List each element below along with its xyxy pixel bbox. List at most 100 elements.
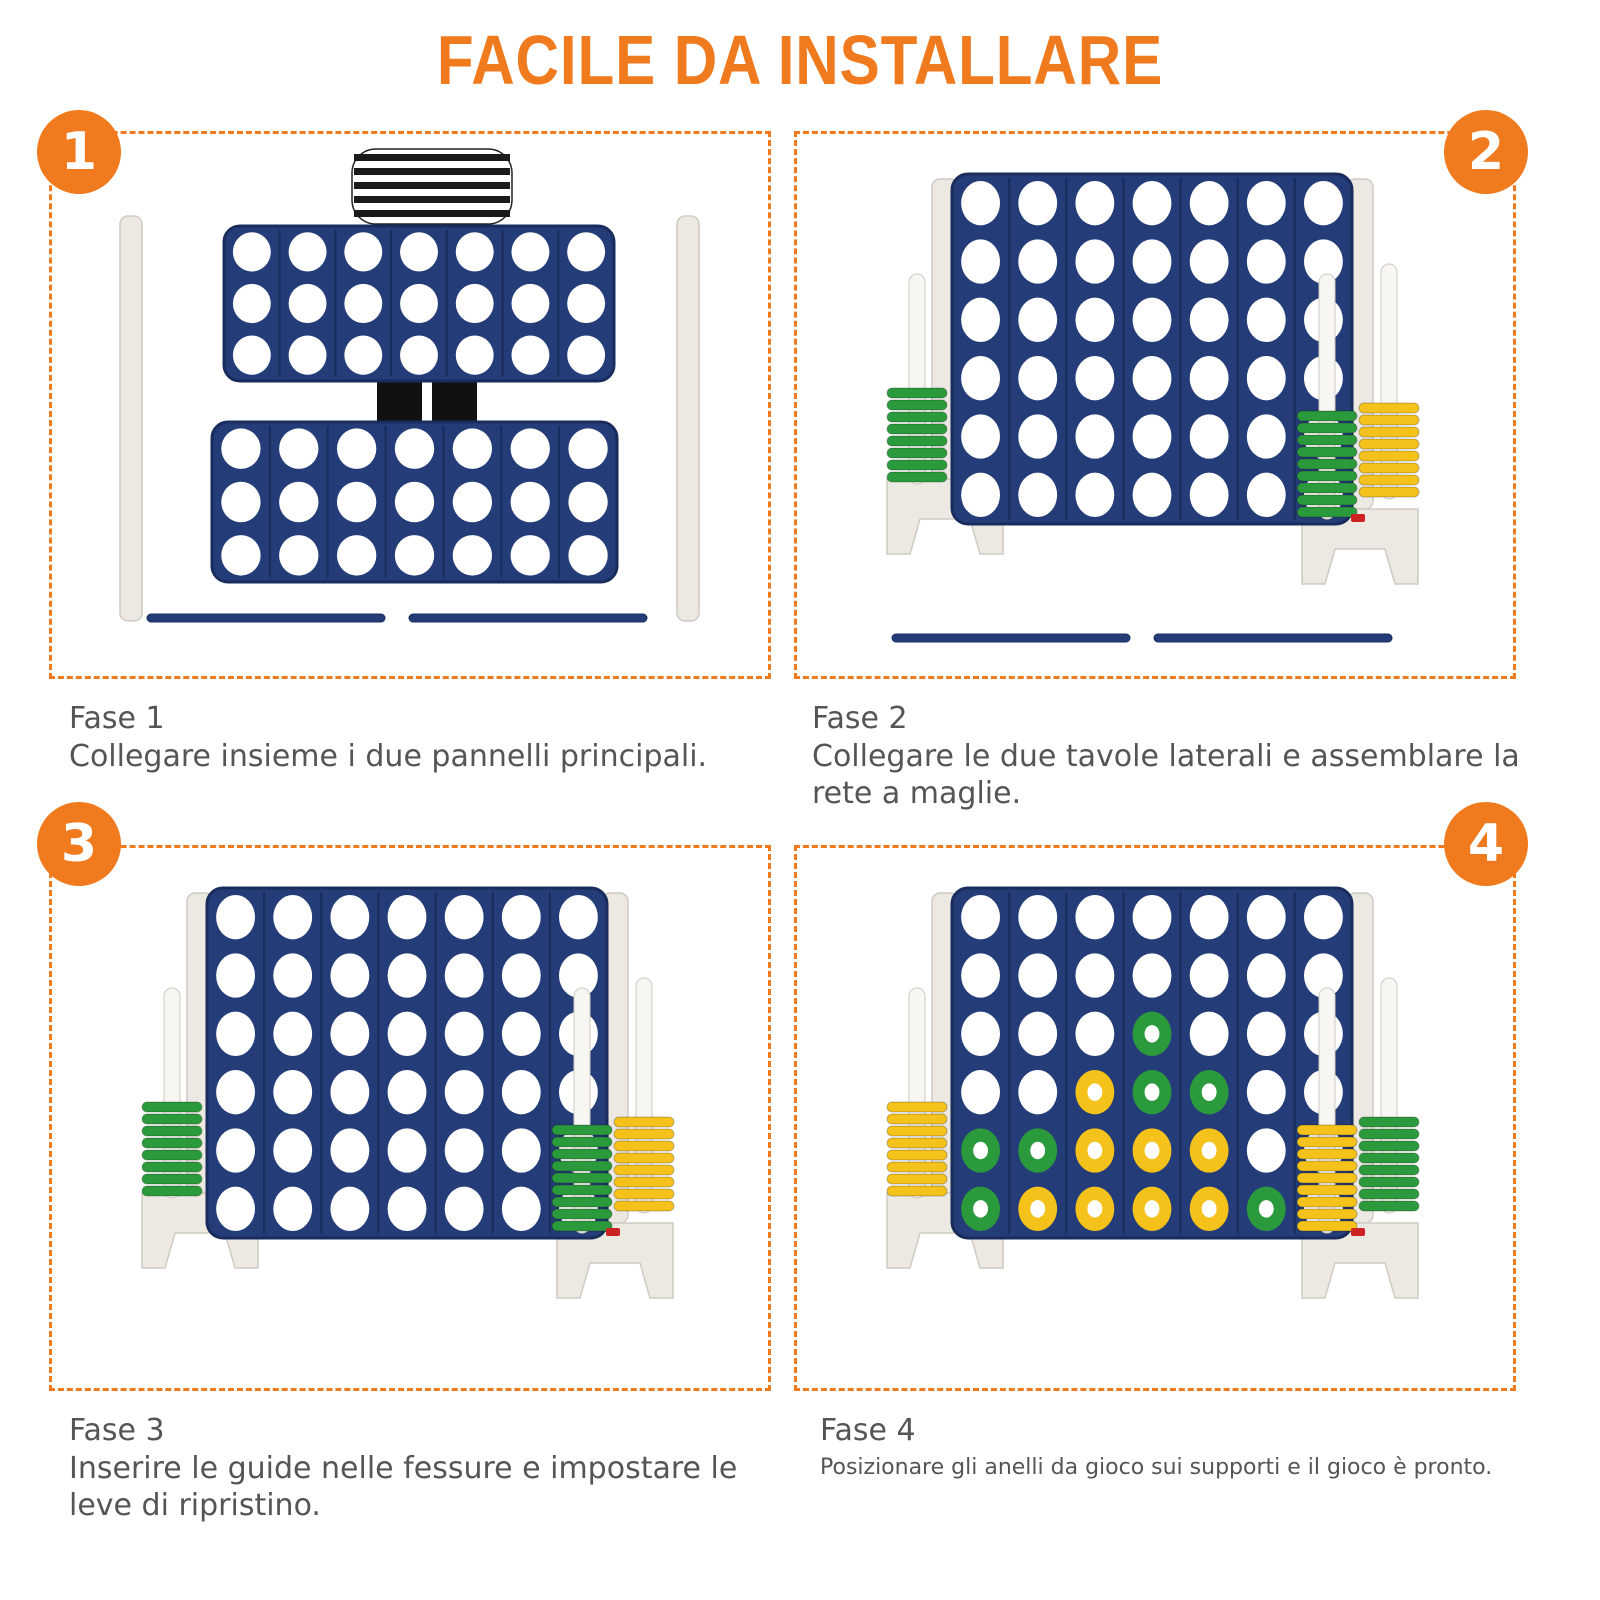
step4-board-hole [1304, 953, 1343, 998]
step3-right-stand-foot [556, 1222, 674, 1299]
step1-guide-rail [408, 613, 648, 623]
step4-game-ring-hole [1087, 1200, 1103, 1218]
step4-game-ring-hole [1258, 1200, 1274, 1218]
step3-board-hole [216, 1070, 255, 1115]
step4-board-hole [1246, 953, 1286, 998]
step-2-panel [794, 131, 1516, 679]
step3-right-stacked-ring [551, 1172, 613, 1184]
step4-far-stacked-ring [1358, 1116, 1420, 1128]
step4-game-ring-hole [1087, 1083, 1103, 1101]
bottom-half-board-hole [336, 428, 377, 469]
step4-far-stacked-ring [1358, 1200, 1420, 1212]
step3-board-hole [501, 1128, 541, 1173]
step2-board-hole [1189, 356, 1229, 401]
step2-guide-rail [1153, 633, 1393, 643]
step4-board-hole [961, 1070, 1000, 1115]
bottom-half-board-hole [221, 428, 261, 469]
step2-right-stacked-ring [1296, 410, 1358, 422]
bottom-half-board-hole [394, 535, 435, 576]
step3-left-stacked-ring [141, 1101, 203, 1113]
step3-right-stacked-ring [551, 1136, 613, 1148]
step4-board [950, 886, 1354, 1240]
shirt-stripe [354, 182, 510, 189]
step2-right-stacked-ring [1296, 422, 1358, 434]
step4-right-stacked-ring [1296, 1136, 1358, 1148]
step3-board-hole [501, 1070, 541, 1115]
step2-right-stacked-ring [1296, 470, 1358, 482]
step4-board-hole [961, 1011, 1000, 1056]
step-3-badge: 3 [37, 802, 121, 886]
step-3-label: Fase 3 [69, 1413, 165, 1448]
top-half-board-hole [400, 232, 438, 272]
step3-reset-lever [606, 1228, 620, 1236]
step3-right-stacked-ring [551, 1220, 613, 1232]
step3-far-stacked-ring [613, 1140, 675, 1152]
top-half-board-hole [232, 335, 271, 375]
step-3-panel [49, 845, 771, 1391]
step2-right-peg [1318, 273, 1336, 520]
top-half-board-hole [511, 283, 550, 324]
step4-game-ring-hole [1144, 1141, 1160, 1160]
step4-game-ring-hole [1144, 1083, 1160, 1101]
step2-right-stacked-ring [1296, 506, 1358, 518]
step2-board-hole [1018, 239, 1058, 284]
step3-left-stacked-ring [141, 1137, 203, 1149]
step2-far-stacked-ring [1358, 414, 1420, 426]
bottom-half-board-hole [568, 428, 608, 469]
step3-left-stacked-ring [141, 1125, 203, 1137]
step3-board-hole [444, 1070, 484, 1115]
bottom-half-board-hole [221, 481, 261, 523]
step3-left-stacked-ring [141, 1113, 203, 1125]
step2-board-hole [961, 297, 1000, 342]
step2-board-hole [1132, 356, 1172, 401]
top-half-board-hole [400, 335, 438, 375]
step4-board-hole [1132, 953, 1172, 998]
step2-board-hole [1189, 239, 1229, 284]
step3-right-stacked-ring [551, 1196, 613, 1208]
step3-far-stacked-ring [613, 1176, 675, 1188]
step2-right-stacked-ring [1296, 494, 1358, 506]
step3-board-hole [501, 1011, 541, 1056]
step4-board-hole [1304, 895, 1343, 940]
step3-board-hole [387, 1011, 427, 1056]
bottom-half-board-hole [510, 535, 550, 576]
shirt-stripe [354, 168, 510, 175]
step2-board-hole [1246, 297, 1286, 342]
step3-right-peg [573, 987, 591, 1234]
step3-board-hole [387, 1070, 427, 1115]
step2-board-hole [1189, 414, 1229, 459]
step4-left-stacked-ring [886, 1113, 948, 1125]
step3-left-stacked-ring [141, 1173, 203, 1185]
step-4-description: Posizionare gli anelli da gioco sui supp… [820, 1454, 1493, 1480]
bottom-half-board-hole [221, 535, 261, 576]
step3-board-hole [387, 1186, 427, 1231]
step4-right-stacked-ring [1296, 1220, 1358, 1232]
top-half-board-hole [511, 335, 550, 375]
step4-right-stacked-ring [1296, 1196, 1358, 1208]
step4-game-ring-hole [1087, 1141, 1103, 1160]
step4-game-ring-hole [1201, 1141, 1217, 1160]
top-half-board-hole [344, 283, 383, 324]
step4-board-hole [1075, 1011, 1115, 1056]
step3-right-stacked-ring [551, 1184, 613, 1196]
bottom-half-board-hole [452, 481, 493, 523]
step3-board-hole [273, 953, 313, 998]
step3-board-hole [273, 1128, 313, 1173]
step2-board-hole [1304, 181, 1343, 226]
step4-game-ring-hole [973, 1200, 988, 1218]
step3-board-hole [559, 895, 598, 940]
step3-board-hole [330, 895, 370, 940]
top-half-board-hole [288, 335, 327, 375]
step3-right-stacked-ring [551, 1148, 613, 1160]
step2-guide-rail [891, 633, 1131, 643]
step4-board-hole [1018, 1070, 1058, 1115]
top-half-board-hole [232, 283, 271, 324]
step-1-badge: 1 [37, 110, 121, 194]
step3-board-hole [501, 953, 541, 998]
step4-board-hole [961, 953, 1000, 998]
step2-right-stand-foot [1301, 508, 1419, 585]
step4-right-stacked-ring [1296, 1148, 1358, 1160]
page-title: FACILE DA INSTALLARE [436, 21, 1164, 99]
step2-far-stacked-ring [1358, 426, 1420, 438]
step-2-badge: 2 [1444, 110, 1528, 194]
